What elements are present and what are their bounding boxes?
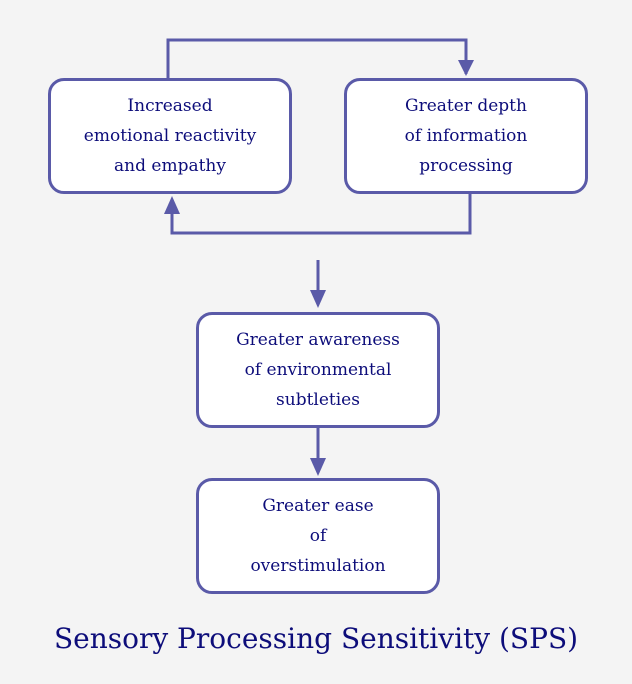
diagram-caption: Sensory Processing Sensitivity (SPS) [53, 622, 579, 655]
box-emotional-reactivity: Increased emotional reactivity and empat… [48, 78, 292, 194]
box-environmental-awareness: Greater awareness of environmental subtl… [196, 312, 440, 428]
arrowhead-awareness-to-overstimulation [310, 458, 326, 476]
arrowhead-to-awareness [310, 290, 326, 308]
box-overstimulation: Greater ease of overstimulation [196, 478, 440, 594]
arrow-depth-to-emotional [170, 194, 472, 235]
arrowhead-depth-to-emotional [164, 196, 180, 214]
arrowhead-emotional-to-depth [458, 60, 474, 76]
box-depth-of-processing: Greater depth of information processing [344, 78, 588, 194]
arrow-emotional-to-depth [166, 38, 468, 78]
